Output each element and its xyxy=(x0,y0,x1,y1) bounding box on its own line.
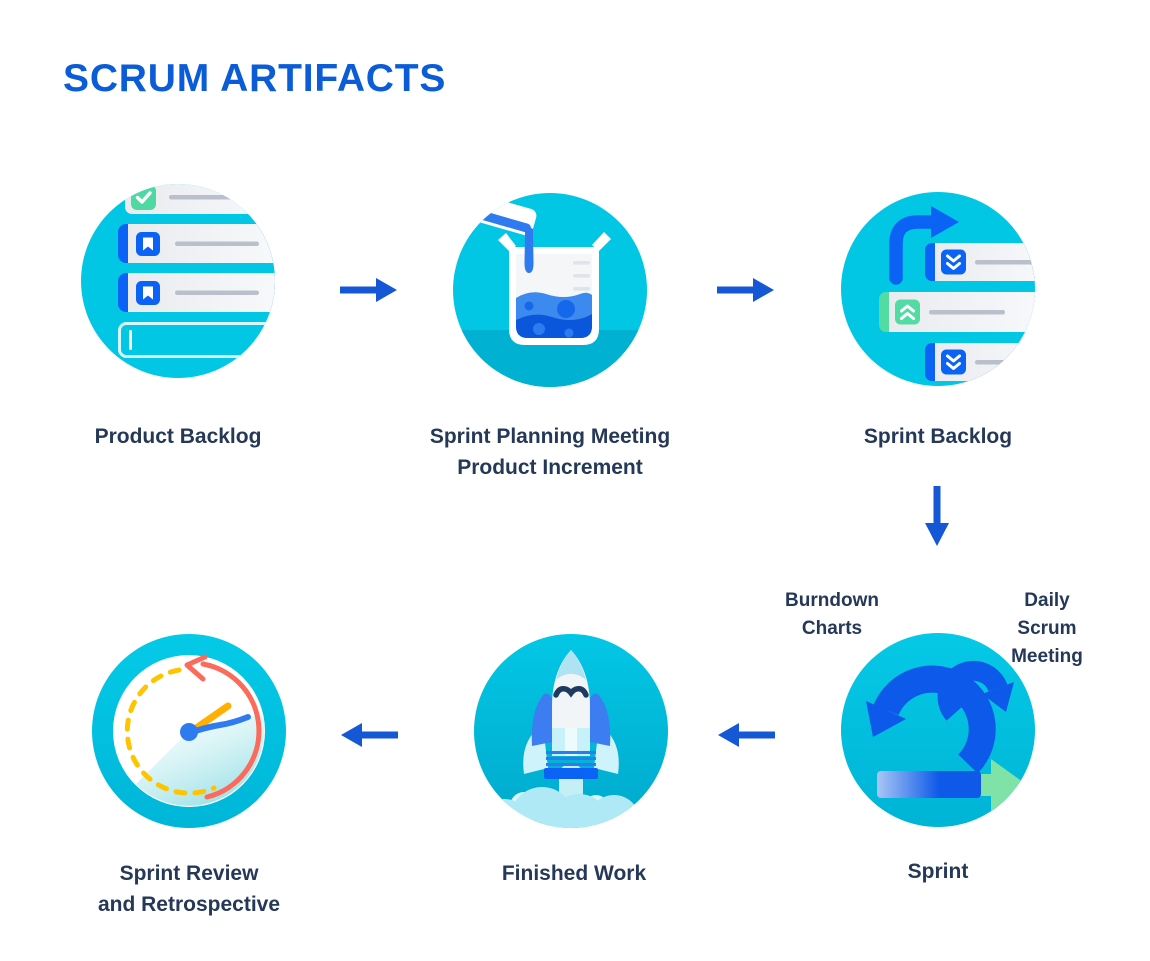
label-finished-work: Finished Work xyxy=(501,862,647,885)
label-sprint-review: Sprint Review and Retrospective xyxy=(97,862,281,916)
flow-arrow-right-1 xyxy=(340,275,398,310)
sprint-node xyxy=(841,633,1035,827)
label-sprint: Sprint xyxy=(907,860,969,883)
backlog-list-icon xyxy=(81,184,275,378)
flow-arrow-left-2 xyxy=(340,720,398,755)
annotation-burndown-charts: Burndown Charts xyxy=(785,590,879,639)
prioritized-list-icon xyxy=(841,192,1035,386)
sprint-loop-icon xyxy=(841,633,1035,827)
flow-arrow-left-1 xyxy=(717,720,775,755)
beaker-icon xyxy=(453,193,647,387)
finished-work-node xyxy=(474,634,668,828)
label-product-backlog: Product Backlog xyxy=(94,425,262,448)
label-sprint-backlog: Sprint Backlog xyxy=(863,425,1013,448)
flow-arrow-down xyxy=(922,486,952,553)
rocket-icon xyxy=(474,634,668,828)
annotation-daily-scrum-meeting: Daily Scrum Meeting xyxy=(1011,590,1083,667)
clock-icon xyxy=(92,634,286,828)
sprint-planning-node xyxy=(453,193,647,387)
page-title: SCRUM ARTIFACTS xyxy=(63,57,447,100)
label-sprint-planning: Sprint Planning Meeting Product Incremen… xyxy=(429,425,671,479)
flow-arrow-right-2 xyxy=(717,275,775,310)
sprint-review-node xyxy=(92,634,286,828)
sprint-backlog-node xyxy=(841,192,1035,386)
product-backlog-node xyxy=(81,184,275,378)
